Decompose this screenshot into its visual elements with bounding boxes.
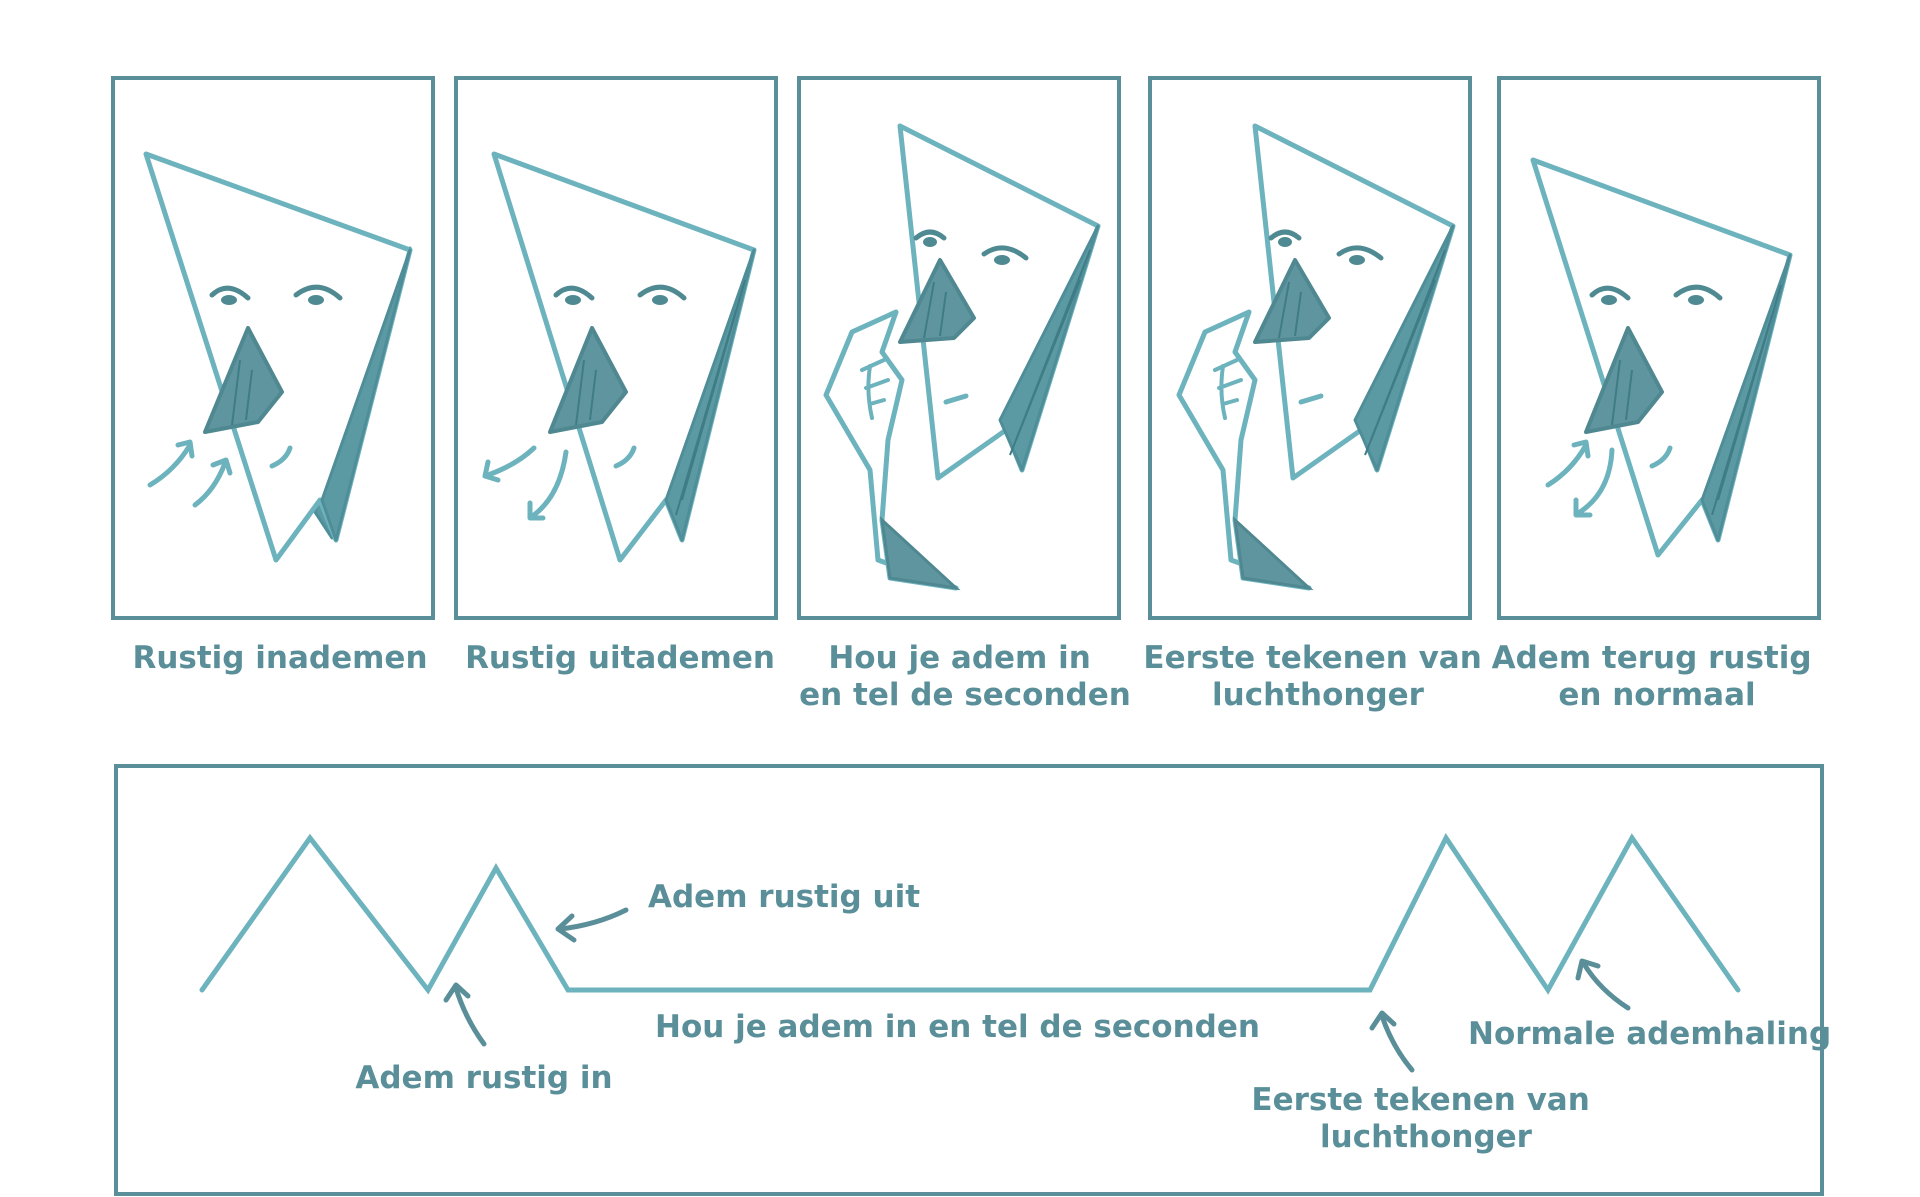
panel-caption: Rustig inademen	[132, 640, 427, 676]
caption-line: Hou je adem in	[828, 640, 1090, 676]
panel-caption: Rustig uitademen	[465, 640, 775, 676]
panel-inhale: Rustig inademen	[111, 76, 435, 676]
inhale-pointer-arrow	[453, 985, 487, 1047]
timeline-frame	[114, 764, 1824, 1196]
face-hold-nose-icon	[823, 123, 1101, 591]
inhale-label: Adem rustig in	[355, 1060, 612, 1096]
panel-caption: Adem terug rustig en normaal	[1492, 640, 1823, 713]
hunger-label: Eerste tekenen van luchthonger	[1251, 1082, 1600, 1155]
caption-line: en tel de seconden	[799, 677, 1131, 713]
exhale-arrow-head	[555, 913, 577, 943]
hunger-arrow-head	[1369, 1010, 1397, 1031]
face-inhale-icon	[143, 151, 413, 563]
caption-line: Adem terug rustig	[1492, 640, 1812, 676]
panel-air-hunger: Eerste tekenen van luchthonger	[1143, 76, 1492, 713]
normal-label: Normale ademhaling	[1468, 1016, 1831, 1052]
panel-caption: Hou je adem in en tel de seconden	[799, 640, 1131, 713]
hold-label: Hou je adem in en tel de seconden	[655, 1009, 1260, 1045]
caption-line: Eerste tekenen van	[1143, 640, 1481, 676]
caption-line: luchthonger	[1212, 677, 1425, 713]
panel-normal: Adem terug rustig en normaal	[1492, 76, 1823, 713]
breathing-timeline: Adem rustig in Adem rustig uit Hou je ad…	[114, 764, 1831, 1196]
breathing-wave-line	[199, 833, 1741, 995]
normal-pointer-arrow	[1581, 961, 1631, 1011]
hunger-pointer-arrow	[1379, 1013, 1415, 1073]
caption-line: Rustig uitademen	[465, 640, 775, 676]
exhale-pointer-arrow	[557, 907, 629, 932]
caption-line: Rustig inademen	[132, 640, 427, 676]
panel-caption: Eerste tekenen van luchthonger	[1143, 640, 1492, 713]
panel-exhale: Rustig uitademen	[454, 76, 778, 676]
inhale-arrow-head	[443, 982, 471, 1003]
caption-line: en normaal	[1558, 677, 1755, 713]
hunger-label-line: Eerste tekenen van	[1251, 1082, 1589, 1118]
hunger-label-line: luchthonger	[1320, 1119, 1533, 1155]
face-exhale-icon	[482, 151, 757, 563]
face-air-hunger-icon	[1176, 123, 1456, 591]
exhale-label: Adem rustig uit	[648, 879, 920, 915]
panel-hold: Hou je adem in en tel de seconden	[797, 76, 1131, 713]
normal-arrow-head	[1575, 958, 1601, 981]
face-normal-breathing-icon	[1530, 157, 1793, 558]
